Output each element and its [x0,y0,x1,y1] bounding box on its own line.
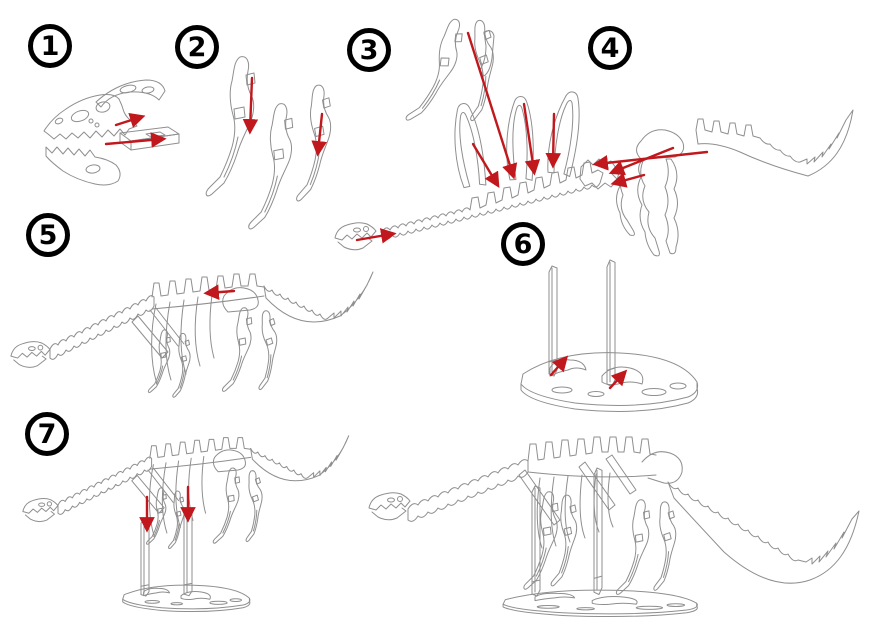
step-6-number: 6 [501,222,545,266]
assembly-arrow [473,144,500,189]
step-4-number: 4 [588,26,632,70]
assembly-arrow [468,33,518,180]
assembly-arrow [116,112,146,128]
skull-piece [334,222,377,251]
shoulder-brace [519,470,560,525]
jaw-hole [86,164,101,174]
rib [580,475,585,538]
skull-top-plate [96,80,165,107]
assembled-skeleton [11,272,373,397]
neck-connector-plate-side [120,133,131,150]
step2-leg-pieces-illustration [205,56,338,230]
neck-spine-strip [382,162,603,239]
tail-spine-strip [696,110,853,176]
skull-hole [95,123,99,127]
neck-spine [408,460,528,522]
assembly-arrow [524,104,541,176]
stand-base [520,352,699,412]
assembly-arrow [610,172,644,188]
hind-leg [641,500,685,591]
step4-hip-tail-illustration [580,110,853,256]
stand-post [606,259,616,388]
hip-leg [638,159,660,256]
assembly-arrow [545,114,562,169]
front-leg [543,494,583,587]
skull-plate-hole [119,84,136,94]
stand-post [140,518,150,597]
stand-post [183,510,193,597]
step3-arrows [357,33,562,244]
rib [608,473,613,527]
step-3-number: 3 [347,28,391,72]
step7-arrows [139,487,196,533]
step-2-number: 2 [175,25,219,69]
shoulder-leg-piece [405,13,466,129]
rib [565,476,570,542]
assembly-arrow [311,114,327,157]
assembly-arrow [610,369,628,388]
skull-fenestra [95,100,111,113]
assembled-skeleton [23,436,349,549]
skull-upper [44,95,137,140]
tail-spine [668,482,859,583]
assembly-arrow [357,228,397,244]
assembly-arrow [106,132,167,148]
hind-leg [616,499,650,595]
assembly-arrow [203,284,234,300]
hip-brace [606,455,636,494]
step-5-number: 5 [26,213,70,257]
step-7-number: 7 [25,412,69,456]
step1-skull-illustration [44,80,179,185]
assembly-arrow [592,152,707,171]
step4-arrows [592,148,707,188]
hip-brace [579,462,615,510]
step5-skeleton-illustration [11,272,373,397]
step6-arrows [551,355,628,388]
hip-crest [642,452,682,484]
lower-jaw [46,147,120,185]
leg-piece [288,83,338,202]
ilium-crest [637,130,684,159]
assembly-arrow [551,355,569,375]
shoulder-hook-piece [480,31,494,76]
step-1-number: 1 [28,24,72,68]
rib-piece [444,101,491,191]
assembly-arrow [242,78,259,135]
stand-post [593,467,603,596]
stand-base [122,584,251,612]
rib-piece [502,95,537,183]
rib [551,477,556,546]
step3-neck-spine-illustration [334,13,603,251]
completed-model-illustration [368,437,859,618]
back-spines [528,437,656,461]
skull-piece [368,492,411,521]
step2-arrows [242,78,327,157]
hip-leg [665,159,678,254]
assembly-arrow [608,148,673,176]
stand-base [502,589,698,618]
step1-arrows [106,112,167,148]
rib [537,478,542,548]
step7-mounting-illustration [23,436,349,612]
eye-socket [70,108,90,124]
nostril-hole [54,117,63,125]
skull-hole [89,119,93,123]
leg-piece [248,103,294,230]
step5-arrows [203,284,234,300]
rib-piece [545,89,583,178]
leg-piece [205,56,256,197]
skull-plate-hole [142,86,155,94]
